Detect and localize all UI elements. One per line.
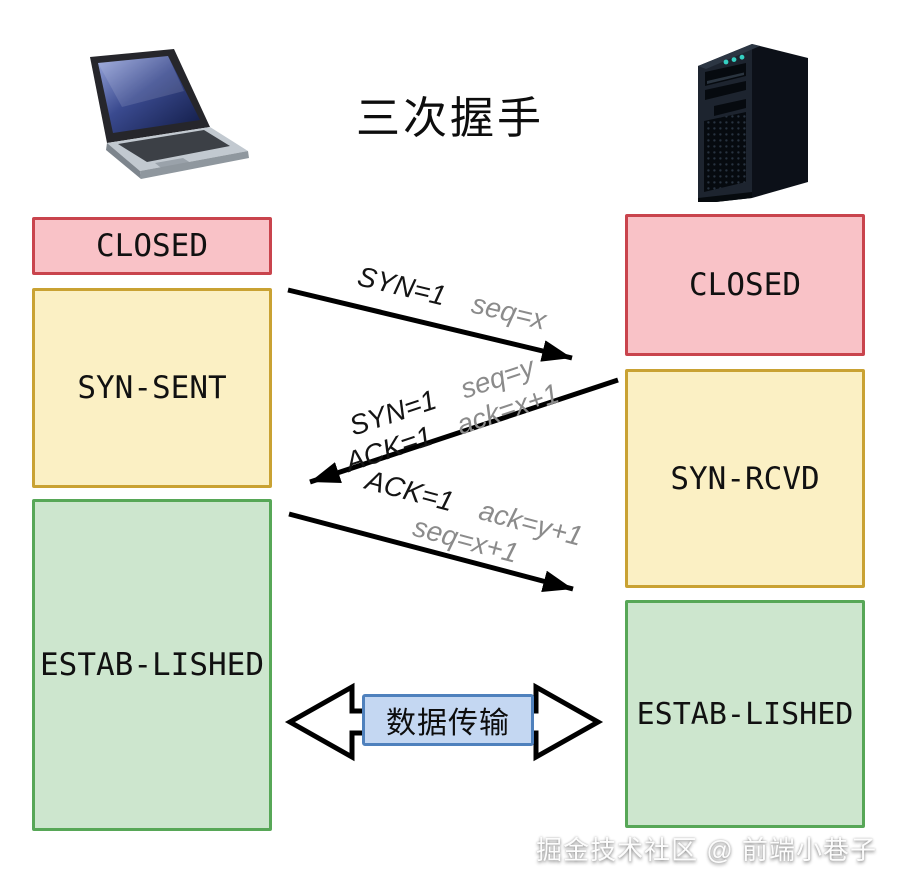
data-transfer-label: 数据传输 <box>386 707 510 740</box>
watermark: 掘金技术社区 @ 前端小巷子 <box>536 835 877 865</box>
client-state-syn-sent: SYN-SENT <box>32 288 272 488</box>
server-state-established: ESTAB-LISHED <box>625 600 865 828</box>
state-label: SYN-RCVD <box>670 460 820 497</box>
state-label: ESTAB-LISHED <box>40 647 264 683</box>
message-syn-label: SYN=1 seq=x <box>354 259 550 336</box>
data-transfer-box: 数据传输 <box>362 694 534 746</box>
message-synack-label: SYN=1 seq=y ACK=1 ack=x+1 <box>331 345 564 478</box>
server-host <box>682 24 822 207</box>
syn-param: seq=x <box>468 287 550 336</box>
page-title: 三次握手 <box>356 94 544 143</box>
state-label: CLOSED <box>689 267 801 303</box>
server-icon <box>698 44 808 204</box>
server-state-syn-rcvd: SYN-RCVD <box>625 369 865 588</box>
syn-flag: SYN=1 <box>354 260 449 312</box>
client-host <box>52 45 252 198</box>
state-label: CLOSED <box>96 228 208 264</box>
state-label: SYN-SENT <box>77 370 227 406</box>
message-ack-label: ACK=1 ack=y+1 seq=x+1 <box>354 463 587 585</box>
client-state-established: ESTAB-LISHED <box>32 499 272 831</box>
laptop-icon <box>90 49 249 179</box>
client-state-closed: CLOSED <box>32 217 272 275</box>
server-state-closed: CLOSED <box>625 214 865 356</box>
state-label: ESTAB-LISHED <box>636 696 854 732</box>
